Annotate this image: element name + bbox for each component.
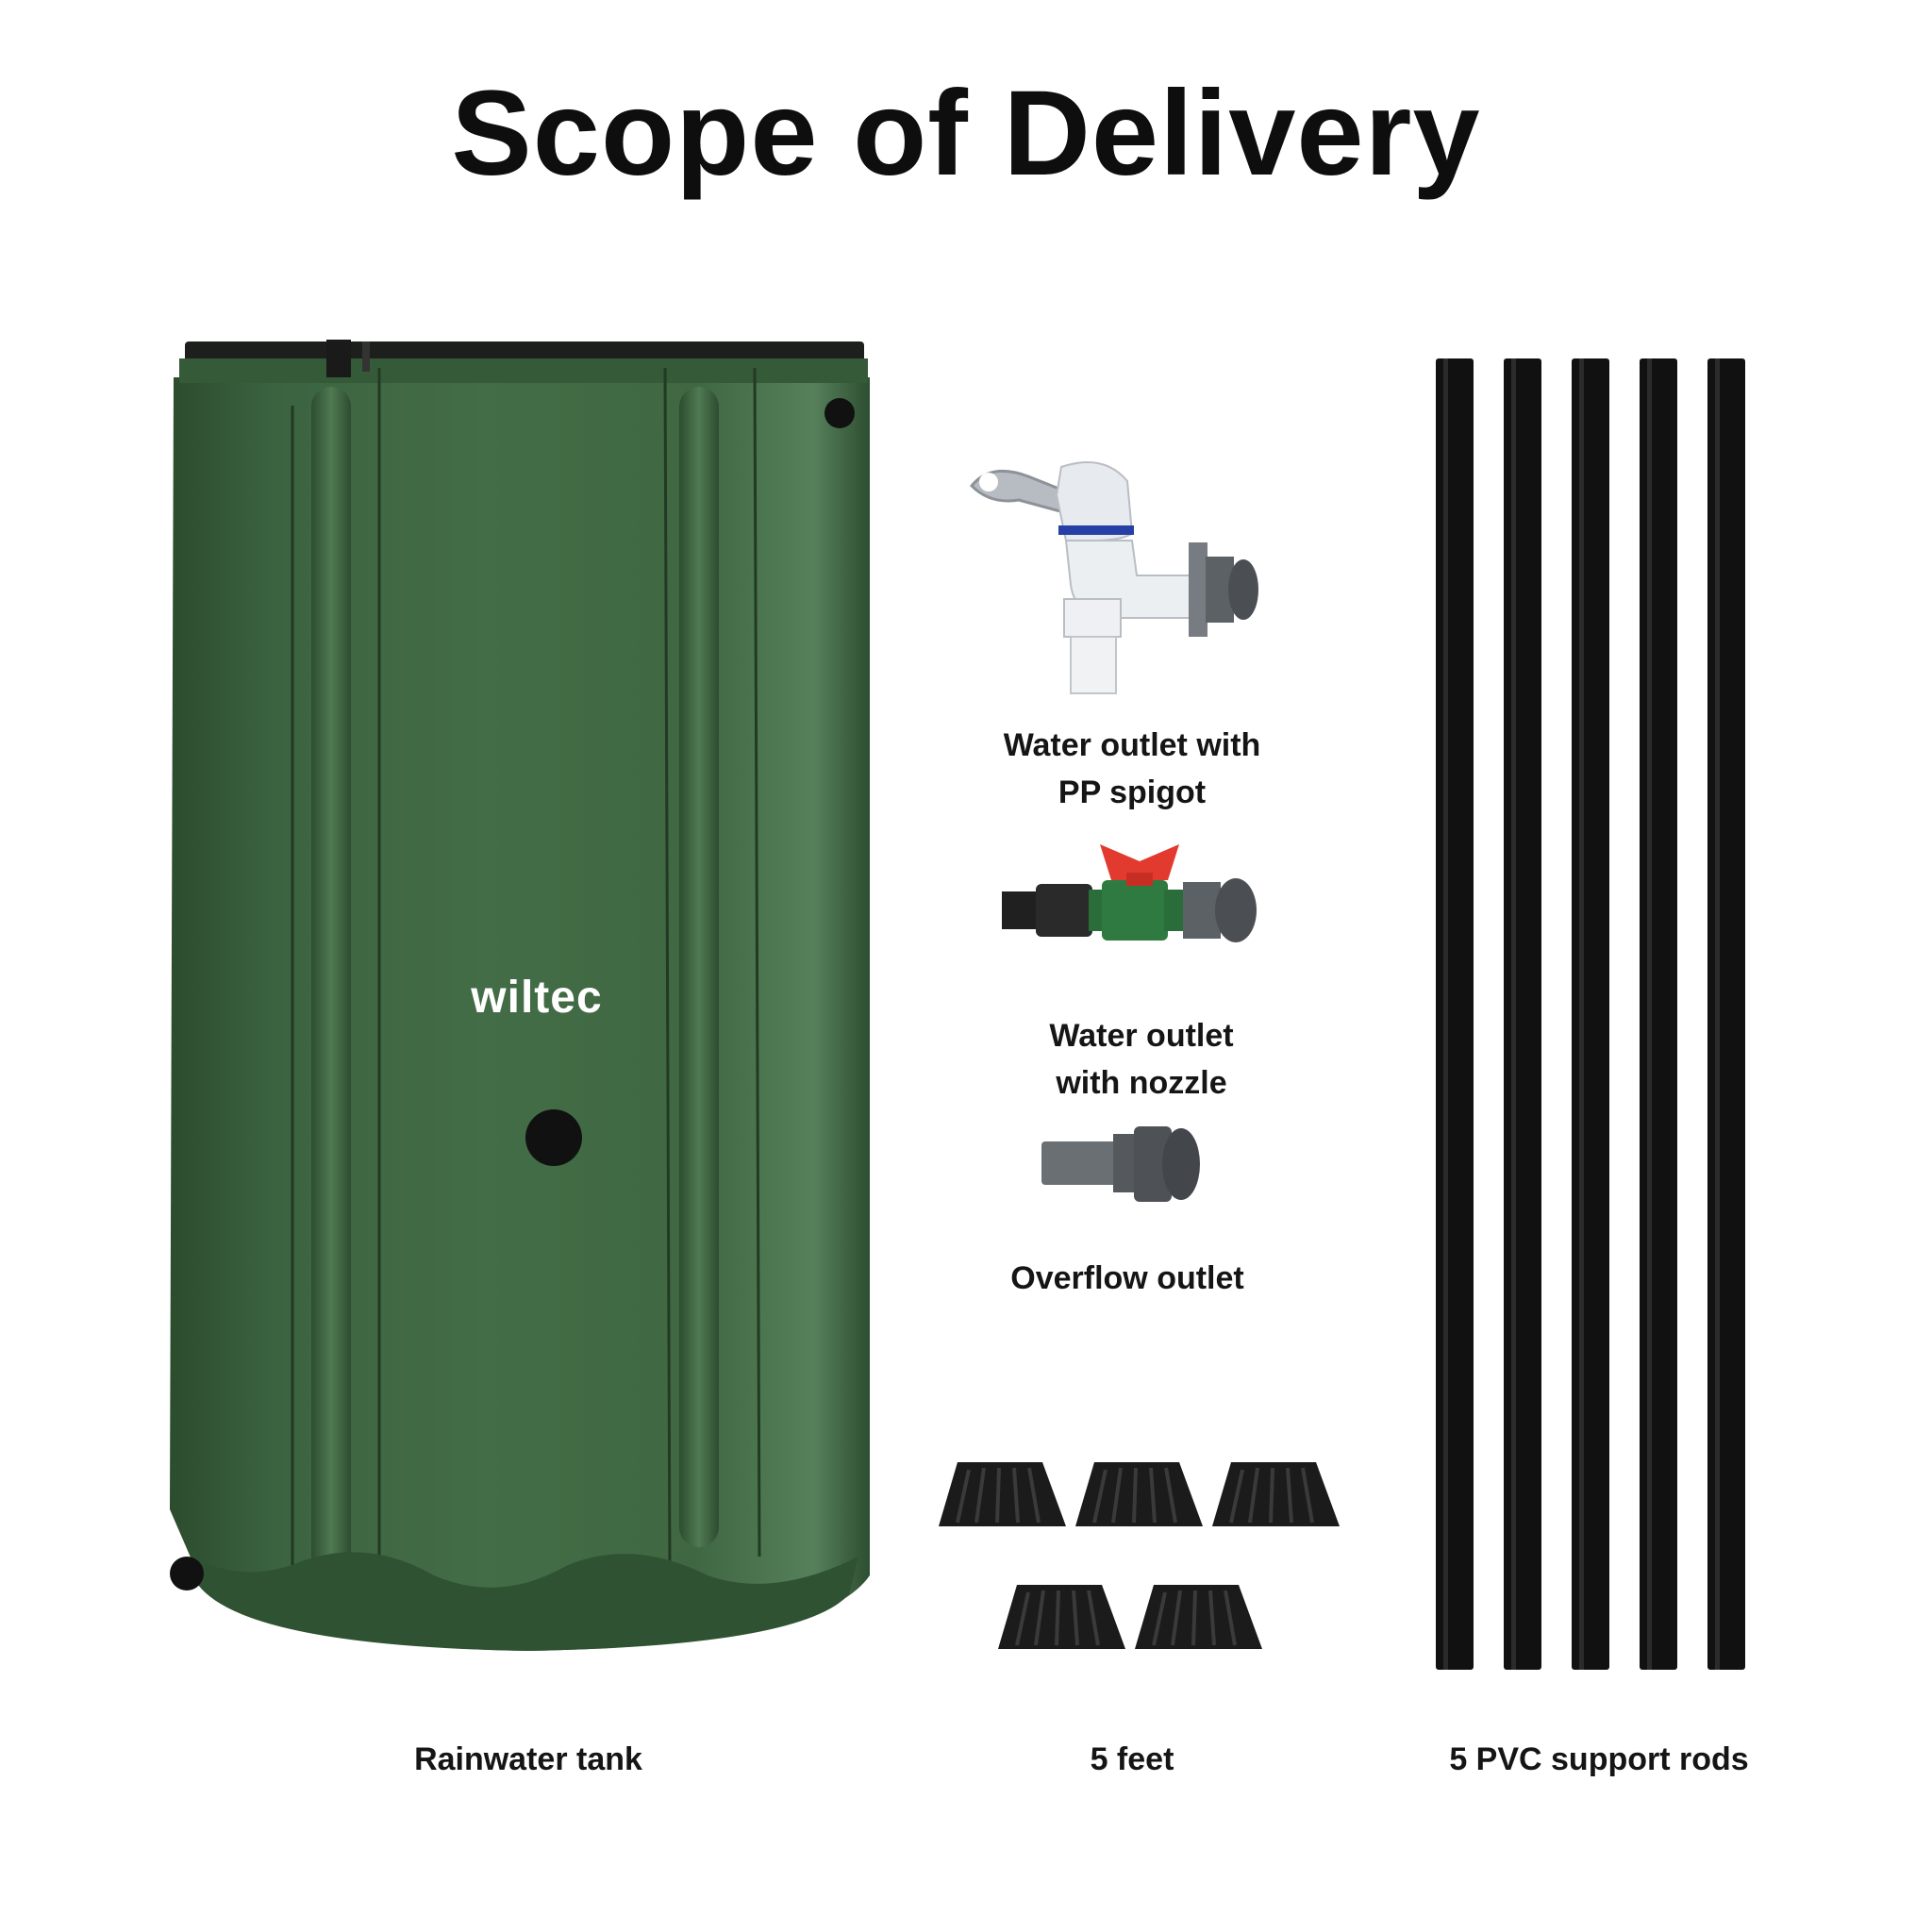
nozzle-label: Water outlet with nozzle [1049, 1018, 1234, 1101]
pvc-rod-icon [1707, 358, 1745, 1670]
pvc-rods-group [1436, 358, 1745, 1670]
foot-icon [998, 1585, 1125, 1649]
foot-icon [939, 1462, 1066, 1526]
pvc-rod-icon [1504, 358, 1541, 1670]
spigot-label: Water outlet with PP spigot [1003, 727, 1261, 810]
foot-icon [1075, 1462, 1203, 1526]
spigot-icon [969, 461, 1258, 694]
page-title: Scope of Delivery [451, 66, 1481, 201]
pvc-rod-icon [1436, 358, 1474, 1670]
tank-logo: wiltec [471, 973, 603, 1023]
feet-label: 5 feet [1090, 1741, 1174, 1777]
pvc-rod-icon [1572, 358, 1609, 1670]
foot-icon [1135, 1585, 1262, 1649]
foot-icon [1212, 1462, 1340, 1526]
overflow-outlet-icon [1041, 1126, 1200, 1202]
valve-nozzle-icon [1002, 844, 1257, 942]
rainwater-tank-image [170, 340, 870, 1651]
overflow-label: Overflow outlet [1010, 1260, 1244, 1296]
pvc-rod-icon [1640, 358, 1677, 1670]
tank-label: Rainwater tank [414, 1741, 642, 1777]
rods-label: 5 PVC support rods [1449, 1741, 1749, 1777]
feet-group [939, 1462, 1340, 1649]
